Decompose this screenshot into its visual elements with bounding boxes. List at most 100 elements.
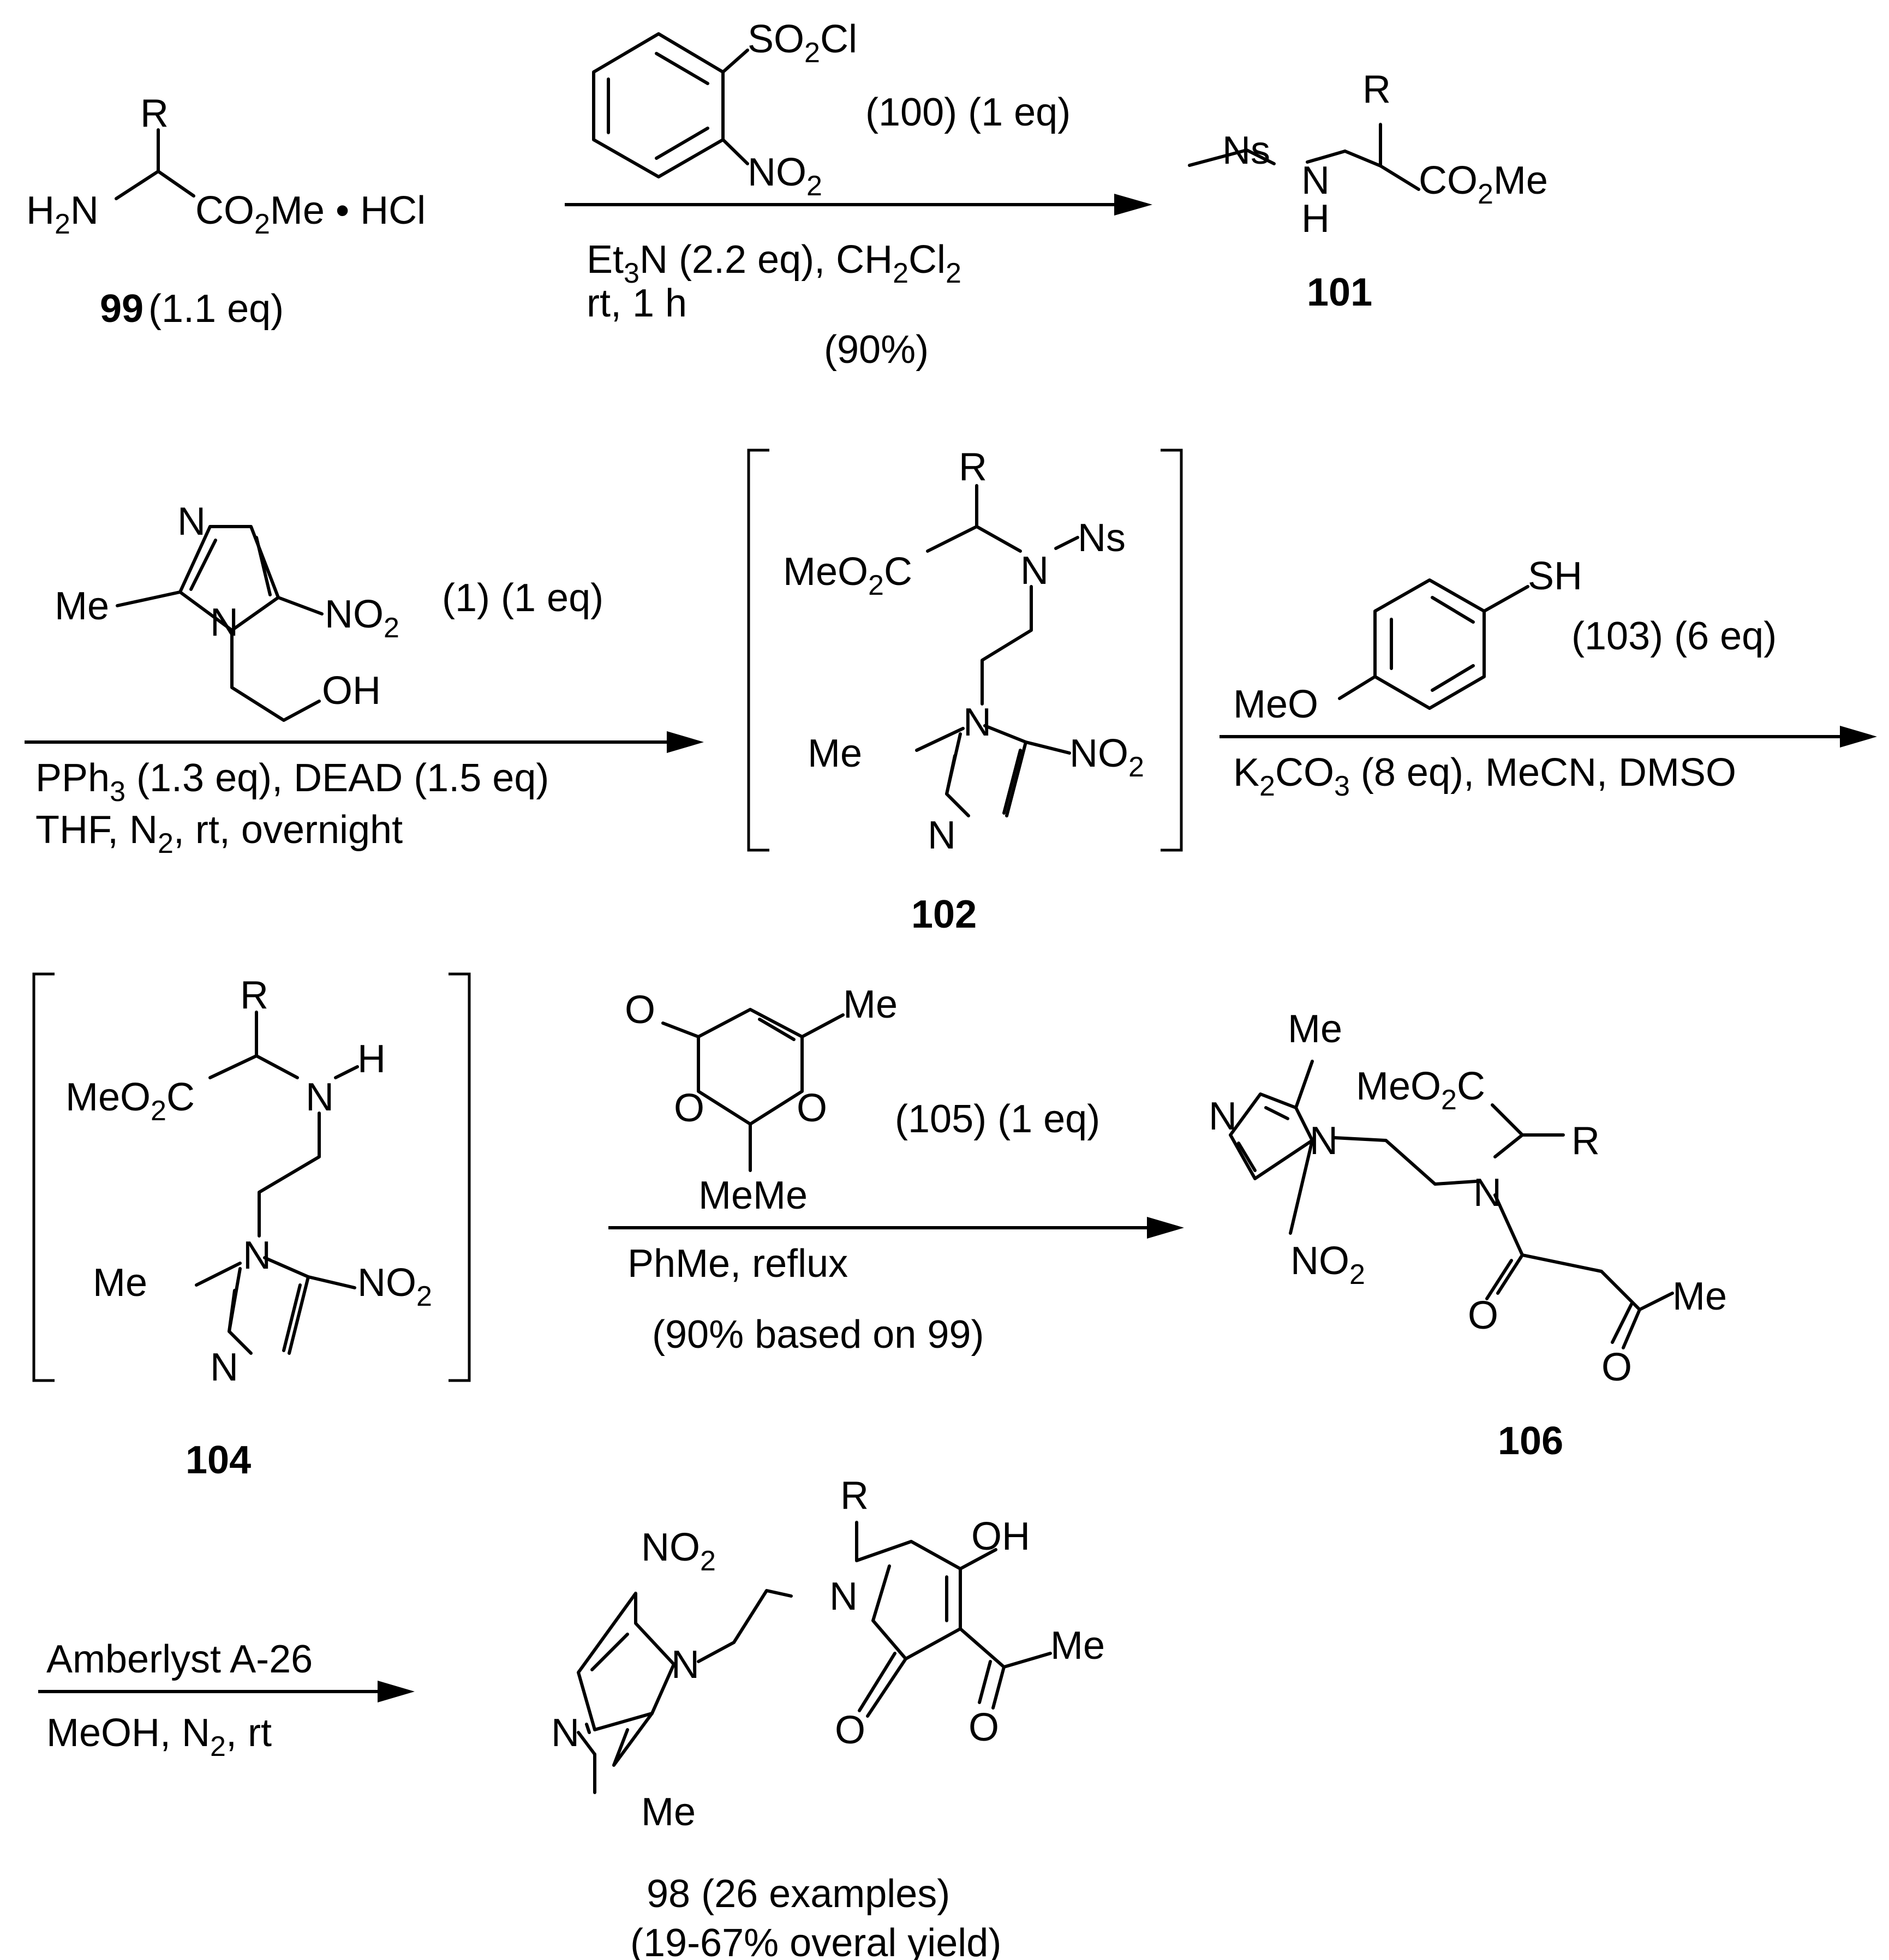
bracket-left (32, 972, 55, 1382)
atom-label: O (625, 988, 655, 1032)
atom-label: N (306, 1075, 334, 1119)
atom-label: N (963, 701, 991, 744)
compound-102-structure: R Ns MeO2C N N Me NO2 N (783, 445, 1144, 857)
reagent-105-structure: O Me O O MeMe (625, 983, 898, 1217)
atom-label: SO2Cl (748, 17, 857, 69)
atom-label: N (1020, 549, 1049, 593)
yield-text: (90% based on 99) (652, 1313, 984, 1357)
conditions-text: PhMe, reflux (627, 1242, 848, 1286)
conditions-text: THF, N2, rt, overnight (35, 808, 403, 859)
reaction-arrow (1220, 726, 1877, 748)
atom-label: R (240, 973, 268, 1017)
bracket-right (1161, 449, 1183, 852)
atom-label: R (1571, 1119, 1600, 1163)
atom-label: O (835, 1708, 865, 1752)
conditions-text: Et3N (2.2 eq), CH2Cl2 (587, 238, 961, 289)
atom-label: N (829, 1575, 858, 1618)
atom-label: N (210, 601, 238, 644)
reaction-arrow (565, 194, 1152, 216)
reaction-arrow (38, 1681, 415, 1702)
compound-label: 106 (1498, 1419, 1563, 1463)
conditions-text: Amberlyst A-26 (46, 1638, 313, 1681)
atom-label: N (1310, 1119, 1338, 1163)
atom-label: O (969, 1706, 999, 1749)
atom-label: MeO2C (1356, 1065, 1485, 1116)
atom-label: NO2 (1069, 732, 1144, 783)
atom-label: NO2 (1290, 1239, 1365, 1290)
yield-text: (90%) (824, 328, 929, 372)
compound-98-structure: NO2 R OH N N N Me O O Me (551, 1474, 1105, 1834)
atom-label: OH (322, 669, 381, 713)
atom-label: Me (843, 983, 898, 1026)
bracket-right (449, 972, 471, 1382)
atom-label: CO2Me (1419, 159, 1548, 210)
reagent-100-structure: SO2Cl NO2 (592, 17, 857, 202)
atom-label: H (1301, 197, 1330, 241)
reagent-label: (100) (1 eq) (865, 91, 1071, 134)
atom-label: Me (1050, 1624, 1105, 1668)
atom-label: N (1473, 1171, 1502, 1215)
atom-label: CO2Me • HCl (195, 189, 426, 240)
atom-label: NO2 (748, 151, 822, 202)
atom-label: OH (971, 1515, 1030, 1558)
atom-label: H (357, 1037, 386, 1081)
atom-label: Ns (1078, 516, 1126, 560)
atom-label: Me (1288, 1007, 1342, 1051)
atom-label: MeO (1233, 683, 1318, 726)
atom-label: H2N (26, 189, 99, 240)
atom-label: MeO2C (65, 1075, 195, 1127)
reagent-label: (103) (6 eq) (1571, 614, 1777, 658)
atom-label: Me (55, 584, 109, 628)
compound-label: 101 (1307, 271, 1372, 314)
atom-label: R (840, 1474, 869, 1517)
bracket-left (747, 449, 769, 852)
reaction-arrow (608, 1217, 1184, 1239)
atom-label: NO2 (641, 1526, 716, 1577)
atom-label: O (674, 1086, 704, 1130)
atom-label: Me (93, 1261, 147, 1305)
conditions-text: PPh3 (1.3 eq), DEAD (1.5 eq) (35, 756, 549, 808)
compound-106-structure: Me MeO2C N N R N NO2 O O Me (1209, 1007, 1727, 1389)
compound-99-structure: R H2N CO2Me • HCl (26, 92, 426, 240)
compound-label: 98 (26 examples) (647, 1872, 950, 1916)
conditions-text: rt, 1 h (587, 282, 687, 325)
atom-label: R (140, 92, 169, 135)
atom-label: R (1362, 68, 1391, 111)
compound-104-structure: R MeO2C N H N Me NO2 N (65, 973, 432, 1389)
atom-label: O (797, 1086, 827, 1130)
reagent-label: (1) (1 eq) (442, 576, 603, 620)
atom-label: Me (641, 1790, 696, 1834)
atom-label: N (210, 1346, 238, 1389)
reagent-label: (105) (1 eq) (895, 1097, 1100, 1141)
atom-label: R (959, 445, 987, 489)
atom-label: MeO2C (783, 550, 912, 601)
atom-label: N (928, 814, 956, 857)
atom-label: N (671, 1643, 700, 1687)
reagent-1-structure: N Me N NO2 OH (55, 500, 399, 722)
atom-label: O (1468, 1294, 1498, 1337)
reagent-103-structure: SH MeO (1233, 554, 1582, 726)
conditions-text: K2CO3 (8 eq), MeCN, DMSO (1233, 751, 1736, 802)
conditions-text: MeOH, N2, rt (46, 1711, 272, 1762)
atom-label: N (177, 500, 206, 543)
reaction-arrow (25, 731, 704, 753)
atom-label: N (243, 1234, 271, 1277)
atom-label: Me (1672, 1275, 1727, 1318)
compound-label: (1.1 eq) (148, 287, 284, 331)
atom-label: MeMe (698, 1174, 808, 1217)
yield-text: (19-67% overal yield) (630, 1921, 1001, 1960)
atom-label: N (1209, 1095, 1237, 1138)
compound-label: 99 (100, 287, 144, 331)
atom-label: O (1601, 1346, 1632, 1389)
compound-label: 102 (911, 893, 977, 936)
atom-label: Ns (1222, 129, 1270, 172)
atom-label: N (1301, 159, 1330, 202)
atom-label: SH (1528, 554, 1582, 598)
compound-label: 104 (186, 1438, 251, 1482)
atom-label: NO2 (357, 1261, 432, 1312)
atom-label: N (551, 1711, 579, 1755)
atom-label: Me (808, 732, 862, 775)
compound-101-structure: R Ns N H CO2Me (1188, 68, 1548, 241)
atom-label: NO2 (325, 593, 399, 644)
